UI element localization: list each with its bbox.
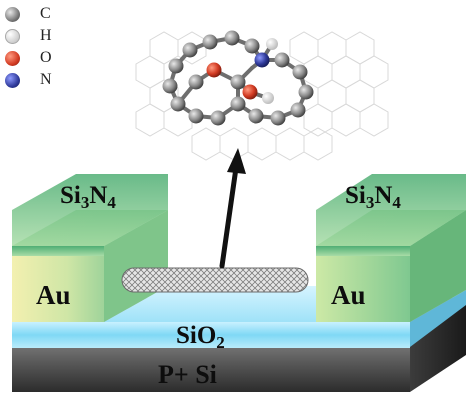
- legend-label-carbon: C: [40, 5, 51, 22]
- substrate-side-face: [410, 298, 466, 392]
- left-nitride-cap-front: [12, 174, 168, 246]
- label-electrode-right: Au: [331, 280, 366, 310]
- left-nitride-front-face: [12, 246, 104, 256]
- right-nitride-cap-front: [316, 174, 466, 246]
- carbon-atom: [182, 42, 198, 58]
- legend-item-carbon: C: [2, 4, 82, 26]
- carbon-atom: [188, 108, 204, 124]
- hexagon-lattice-background: [135, 31, 389, 161]
- carbon-atom: [210, 110, 226, 126]
- carbon-atom: [168, 58, 184, 74]
- right-au-front-face: [316, 256, 410, 322]
- nitrogen-atom: [254, 52, 270, 68]
- carbon-atom: [162, 78, 178, 94]
- label-oxide: SiO2: [176, 322, 225, 352]
- legend-item-nitrogen: N: [2, 70, 82, 92]
- legend-item-oxygen: O: [2, 48, 82, 70]
- oxygen-swatch-icon: [5, 51, 20, 66]
- carbon-atom: [270, 110, 286, 126]
- zoom-arrow: [219, 148, 246, 269]
- legend-label-oxygen: O: [40, 49, 52, 66]
- legend-label-nitrogen: N: [40, 71, 52, 88]
- carbon-atom: [202, 34, 218, 50]
- carbon-atom: [230, 96, 246, 112]
- legend-label-hydrogen: H: [40, 27, 52, 44]
- oxide-side-face: [410, 290, 466, 347]
- label-nitride-right: Si3N4: [345, 182, 401, 212]
- left-au-front-face: [12, 256, 104, 322]
- carbon-atom: [292, 64, 308, 80]
- hydrogen-atom: [262, 92, 274, 104]
- carbon-atom: [188, 74, 204, 90]
- right-nitride-side-face: [410, 210, 466, 322]
- oxide-front-face: [12, 322, 410, 348]
- carbon-nanotube: [121, 267, 309, 293]
- hydrogen-swatch-icon: [5, 29, 20, 44]
- right-nitride-front-face: [316, 246, 410, 256]
- carbon-atom: [298, 84, 314, 100]
- carbon-atom: [224, 30, 240, 46]
- carbon-atom: [244, 38, 260, 54]
- hydrogen-atom: [266, 38, 278, 50]
- label-nitride-left: Si3N4: [60, 182, 116, 212]
- nitrogen-swatch-icon: [5, 73, 20, 88]
- channel-top-face: [104, 286, 380, 322]
- label-substrate: P+ Si: [158, 360, 217, 389]
- oxygen-atom: [206, 62, 222, 78]
- carbon-atom: [230, 74, 246, 90]
- carbon-swatch-icon: [5, 7, 20, 22]
- carbon-atom: [248, 108, 264, 124]
- oxygen-atom: [242, 84, 258, 100]
- carbon-atom: [274, 52, 290, 68]
- label-electrode-left: Au: [36, 280, 71, 310]
- legend-item-hydrogen: H: [2, 26, 82, 48]
- molecule-atoms: [162, 30, 314, 126]
- carbon-atom: [170, 96, 186, 112]
- carbon-atom: [290, 102, 306, 118]
- left-nitride-side-face: [104, 210, 168, 322]
